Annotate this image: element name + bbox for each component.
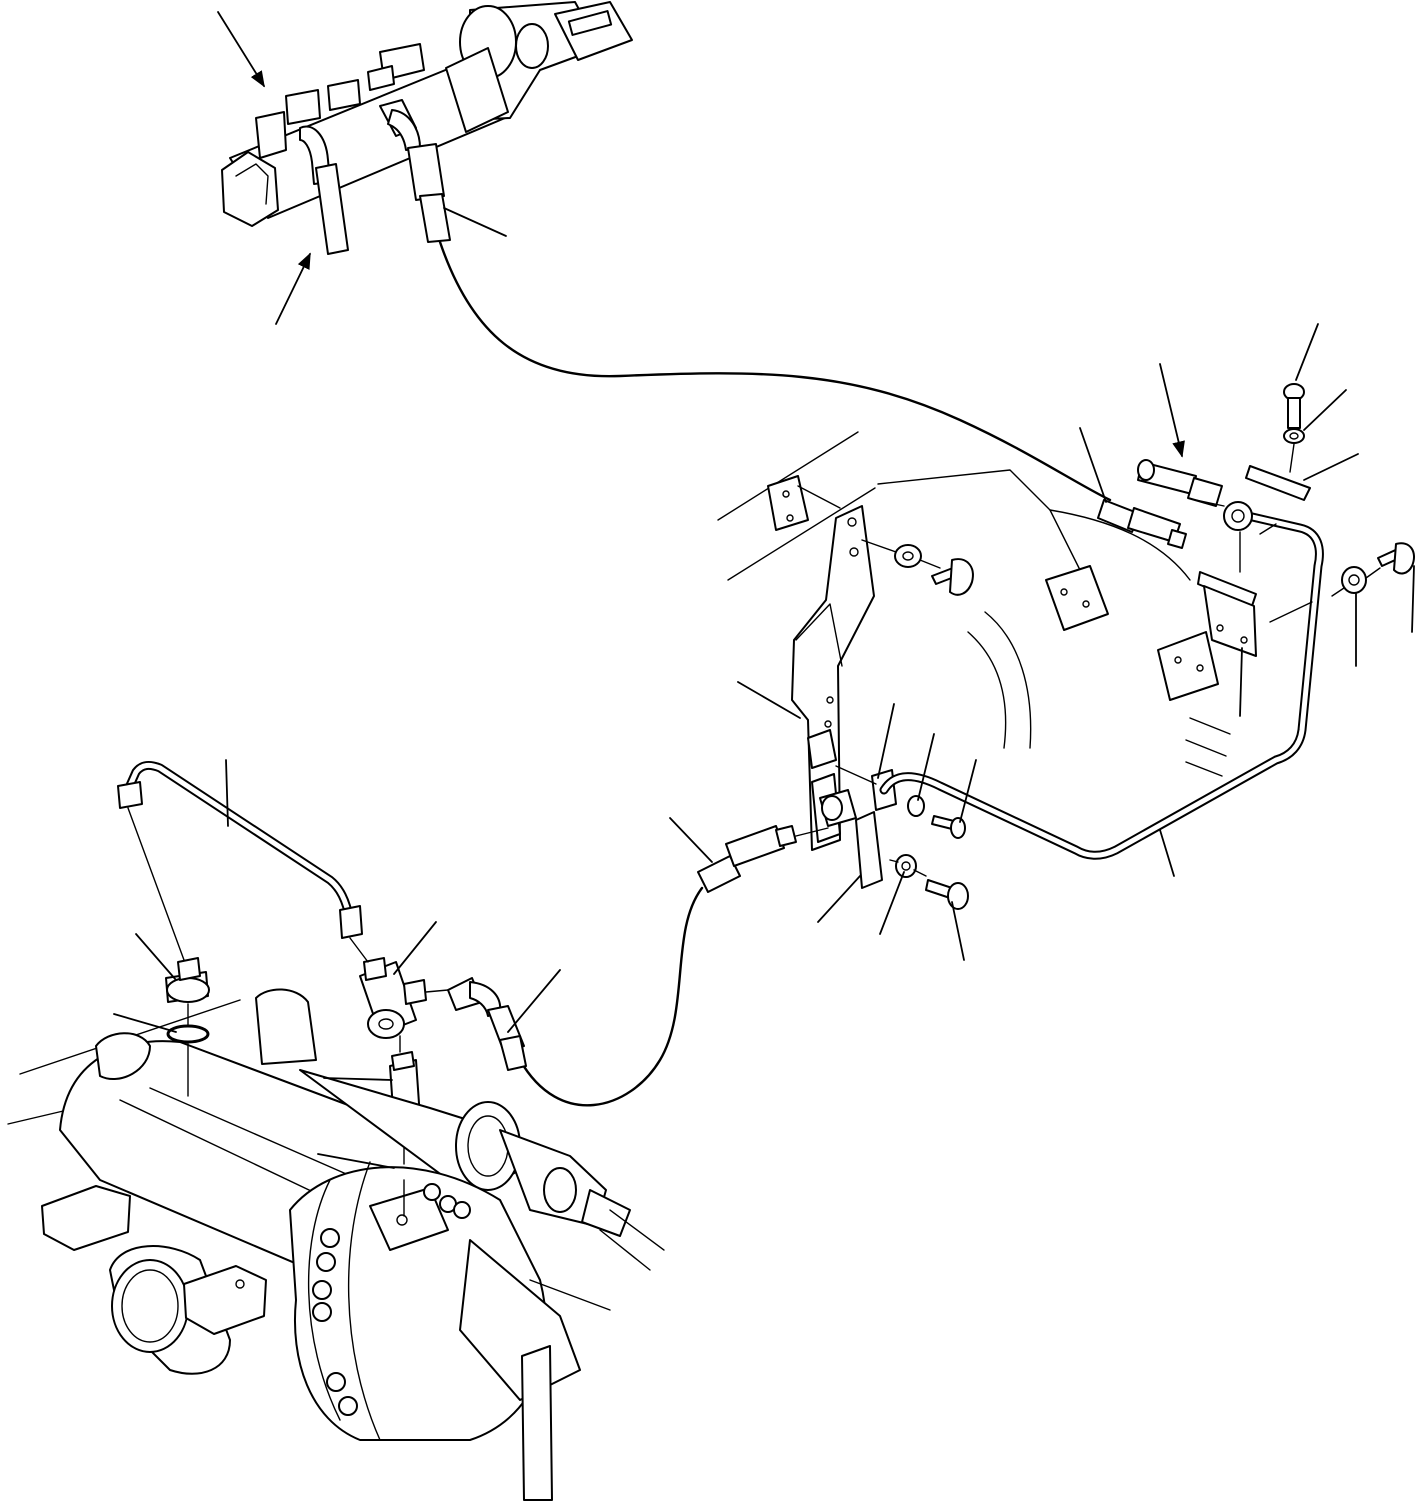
brake-pipe-right — [879, 511, 1324, 860]
brake-hose-lower — [518, 886, 704, 1107]
bulkhead-fitting — [819, 789, 857, 827]
tee-fitting — [359, 957, 427, 1039]
washer-top — [894, 544, 922, 568]
hose-clip-right — [855, 769, 897, 889]
mounting-block-3 — [1157, 631, 1219, 701]
hose-end-tee — [447, 977, 527, 1071]
bolt-clip-upper — [931, 815, 966, 839]
brake-valve-assembly — [221, 1, 633, 255]
frame-plate — [717, 431, 1231, 777]
connector-nut — [1223, 501, 1253, 531]
bolt-clip-lower — [925, 879, 969, 910]
indicator-arrows — [217, 11, 1185, 458]
washer-upper-right — [1283, 428, 1305, 444]
pipe-clamp-right — [1197, 465, 1311, 657]
fitting-right — [1137, 459, 1223, 507]
bleeder-plug — [165, 957, 210, 1003]
hose-end-right — [1097, 499, 1187, 549]
bolt-top — [931, 558, 974, 596]
brake-pipe-left — [117, 760, 363, 939]
washer-side-right — [1341, 566, 1367, 594]
exploded-view-lines — [127, 443, 1381, 1217]
bolt-upper-right — [1283, 383, 1305, 429]
washer-clip-lower — [895, 854, 917, 878]
hose-end-lower — [697, 825, 797, 893]
bolt-side-right — [1377, 542, 1415, 575]
housing-bolts — [312, 1183, 471, 1416]
mounting-block-2 — [1045, 565, 1109, 631]
brake-hose-upper — [438, 240, 1112, 502]
axle-housing — [7, 988, 665, 1501]
mounting-block-1 — [767, 475, 809, 531]
o-ring-left — [166, 1024, 210, 1044]
leader-lines — [113, 207, 1415, 1169]
washer-clip-upper — [907, 795, 925, 817]
